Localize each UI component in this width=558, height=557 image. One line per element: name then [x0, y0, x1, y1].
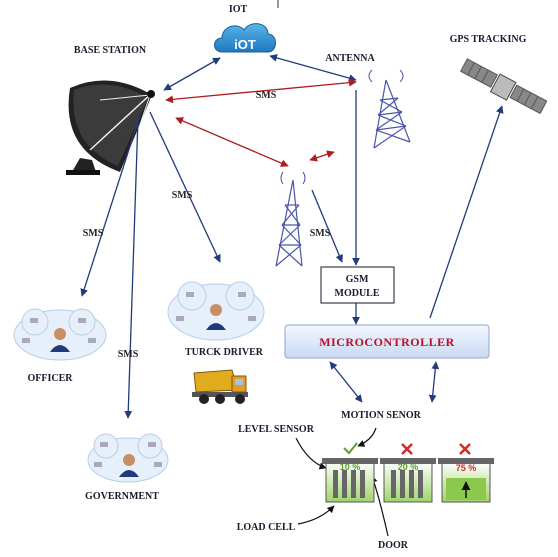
cross-icon: [459, 443, 471, 455]
load-cell-label: LOAD CELL: [237, 522, 296, 533]
gsm-module-label-line2: MODULE: [335, 288, 380, 299]
gps-satellite-icon: [460, 58, 548, 115]
gps-tracking-label: GPS TRACKING: [450, 34, 527, 45]
sms-label-top: SMS: [256, 90, 277, 101]
bin-2-percent: 20 %: [398, 462, 419, 472]
microcontroller-box: MICROCONTROLLER: [284, 324, 490, 359]
check-icon: [343, 442, 358, 455]
door-label: DOOR: [378, 540, 409, 551]
satellite-dish-icon: [66, 80, 155, 175]
iot-label: IOT: [229, 4, 248, 15]
cell-tower-icon: [275, 171, 306, 267]
truck-driver-label: TURCK DRIVER: [185, 347, 264, 358]
bin-3: 75 %: [438, 443, 494, 503]
gsm-module-label-line1: GSM: [346, 274, 369, 285]
officer-network-icon: [13, 308, 107, 361]
iot-cloud-icon: iOT: [214, 23, 276, 53]
antenna-tower-icon: [368, 69, 411, 149]
sms-red-arrows: [165, 78, 357, 167]
truck-driver-network-icon: [167, 281, 265, 341]
motion-sensor-label: MOTION SENOR: [341, 410, 422, 421]
iot-logo-text: iOT: [234, 37, 256, 52]
officer-label: OFFICER: [28, 373, 74, 384]
bin-3-percent: 75 %: [456, 463, 477, 473]
sms-label-tower: SMS: [310, 228, 331, 239]
level-sensor-label: LEVEL SENSOR: [238, 424, 315, 435]
sms-label-left: SMS: [83, 228, 104, 239]
bin-1: 10 %: [322, 442, 378, 503]
microcontroller-label: MICROCONTROLLER: [319, 335, 455, 349]
bin-1-percent: 10 %: [340, 462, 361, 472]
government-label: GOVERNMENT: [85, 491, 159, 502]
government-network-icon: [87, 433, 169, 483]
bin-2: 20 %: [380, 443, 436, 503]
sms-label-mid: SMS: [172, 190, 193, 201]
base-station-label: BASE STATION: [74, 45, 147, 56]
antenna-label: ANTENNA: [325, 53, 375, 64]
sms-label-lower: SMS: [118, 349, 139, 360]
cross-icon: [401, 443, 413, 455]
gsm-module-box: GSM MODULE: [320, 266, 395, 304]
truck-icon: [192, 369, 248, 404]
